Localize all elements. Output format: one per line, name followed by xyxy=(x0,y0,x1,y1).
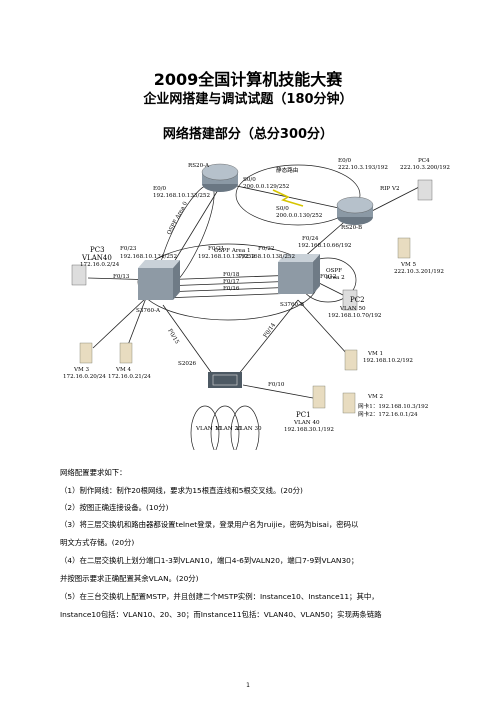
server-pc1-icon xyxy=(312,385,326,409)
doc-subtitle: 企业网搭建与调试试题（180分钟） xyxy=(143,92,353,107)
ospf-area1-label: OSPF Area 1 xyxy=(214,248,251,254)
rsb-s00-label: S0/0 xyxy=(276,206,289,212)
s3760a-f021-label: F0/21 xyxy=(208,246,224,252)
requirement-4a: （4）在二层交换机上划分端口1-3到VLAN10，端口4-6到VALN20，端口… xyxy=(60,556,359,565)
s3760b-f022-label: F0/22 xyxy=(258,246,275,252)
f014-label: F0/14 xyxy=(263,322,278,339)
doc-title: 2009全国计算机技能大赛 xyxy=(153,70,343,89)
switch-s3760-a-icon xyxy=(138,260,180,300)
s3760a-name-label: S3760-A xyxy=(136,308,161,314)
vm2-nic2-label: 网卡2：172.16.0.1/24 xyxy=(358,410,418,418)
vm2-nic1-label: 网卡1：192.168.10.3/192 xyxy=(358,402,429,410)
vm3-name-label: VM 3 xyxy=(73,367,90,373)
s3760a-f023-ip-label: 192.168.10.134/252 xyxy=(120,254,177,260)
pc2-name-label: PC2 xyxy=(350,296,365,304)
pc3-icon xyxy=(71,264,87,286)
requirement-2: （2）按图正确连接设备。(10分) xyxy=(60,503,169,512)
network-topology-diagram: RS20-A S0/0 200.0.0.129/252 E0/0 192.168… xyxy=(63,158,450,450)
requirement-3b: 明文方式存储。(20分) xyxy=(60,538,135,547)
pc1-name-label: PC1 xyxy=(296,411,311,419)
vm4-ip-label: 172.16.0.21/24 xyxy=(108,374,151,380)
link-f017-label: F0/17 xyxy=(223,279,240,285)
link-f016-label: F0/16 xyxy=(223,286,240,292)
server-vm4-icon xyxy=(119,342,133,364)
s3760b-f022-ip-label: 192.168.10.138/252 xyxy=(238,254,295,260)
vm1-name-label: VM 1 xyxy=(367,351,383,357)
requirements-heading: 网络配置要求如下： xyxy=(60,468,127,477)
section-title: 网络搭建部分（总分300分） xyxy=(162,127,334,142)
s3760a-f021-ip-label: 192.168.10.137/252 xyxy=(198,254,255,260)
switch-s3760-b-icon xyxy=(278,254,320,294)
requirement-4b: 并按图示要求正确配置其余VLAN。(20分) xyxy=(60,574,199,583)
s3760b-name-label: S3760-B xyxy=(280,302,304,308)
ospf-area2-label: OSPF xyxy=(326,268,342,274)
server-vm1-icon xyxy=(344,349,358,371)
f015-label: F0/15 xyxy=(166,328,180,346)
static-route-label: 静态路由 xyxy=(276,166,298,174)
vm5-name-label: VM 5 xyxy=(400,262,417,268)
vm4-name-label: VM 4 xyxy=(115,367,132,373)
ospf-area0-label: OSPF Area 0 xyxy=(166,200,189,235)
switch-s2026-icon xyxy=(208,372,242,388)
rsb-s00-ip-label: 200.0.0.130/252 xyxy=(276,213,323,219)
s3760a-f013-label: F0/13 xyxy=(113,274,130,280)
pc4-icon xyxy=(417,179,433,201)
pc4-ip-label: 222.10.3.200/192 xyxy=(400,165,450,171)
vlan20-label: VLAN 20 xyxy=(215,426,242,432)
requirement-3a: （3）将三层交换机和路由器都设置telnet登录，登录用户名为ruijie，密码… xyxy=(60,520,359,529)
rsa-s00-label: S0/0 xyxy=(243,177,256,183)
link-f018-label: F0/18 xyxy=(223,272,240,278)
pc3-vlan-label: VLAN40 xyxy=(81,254,112,262)
pc2-icon xyxy=(342,289,358,311)
router-rs20-b-icon xyxy=(336,196,374,225)
pc2-vlan-label: VLAN 50 xyxy=(339,306,366,312)
requirement-5a: （5）在三台交换机上配置MSTP，并且创建二个MSTP实例：Instance10… xyxy=(60,592,379,601)
router-rs20-a-icon xyxy=(201,163,239,192)
s3760b-f024-label: F0/24 xyxy=(302,236,319,242)
vm1-ip-label: 192.168.10.2/192 xyxy=(363,358,413,364)
rsb-e00-label: E0/0 xyxy=(338,158,352,164)
vlan30-label: VLAN 30 xyxy=(235,426,262,432)
rsb-name-label: RS20-B xyxy=(341,225,362,231)
s3760a-f023-label: F0/23 xyxy=(120,246,137,252)
f010-label: F0/10 xyxy=(268,382,285,388)
requirement-5b: Instance10包括：VLAN10、20、30；而Instance11包括：… xyxy=(60,610,382,619)
rsa-e00-label: E0/0 xyxy=(153,186,167,192)
pc2-ip-label: 192.168.10.70/192 xyxy=(328,313,382,319)
rsa-s00-ip-label: 200.0.0.129/252 xyxy=(243,184,290,190)
s2026-name-label: S2026 xyxy=(178,361,197,367)
s3760b-f012-label: F0/12 xyxy=(320,274,337,280)
ospf-area2b-label: Area 2 xyxy=(325,275,345,281)
pc4-name-label: PC4 xyxy=(418,158,430,164)
pc3-name-label: PC3 xyxy=(90,246,105,254)
vm3-ip-label: 172.16.0.20/24 xyxy=(63,374,106,380)
requirement-1: （1）制作网线：制作20根网线，要求为15根直连线和5根交叉线。(20分) xyxy=(60,486,303,495)
vlan10-label: VLAN 10 xyxy=(195,426,222,432)
rsb-e00-ip-label: 222.10.3.193/192 xyxy=(338,165,388,171)
pc1-ip-label: 192.168.30.1/192 xyxy=(284,427,334,433)
pc3-ip-label: 172.16.0.2/24 xyxy=(80,262,120,268)
s3760b-f024-ip-label: 192.168.10.66/192 xyxy=(298,243,352,249)
rsa-e00-ip-label: 192.168.10.133/252 xyxy=(153,193,210,199)
page-number: 1 xyxy=(246,682,250,689)
vm2-name-label: VM 2 xyxy=(367,394,384,400)
vm5-ip-label: 222.10.3.201/192 xyxy=(394,269,444,275)
server-vm5-icon xyxy=(397,237,411,259)
pc1-vlan-label: VLAN 40 xyxy=(293,420,320,426)
server-vm3-icon xyxy=(79,342,93,364)
server-vm2-icon xyxy=(342,392,356,414)
rsa-name-label: RS20-A xyxy=(188,163,210,169)
rip-label: RIP V2 xyxy=(380,186,400,192)
